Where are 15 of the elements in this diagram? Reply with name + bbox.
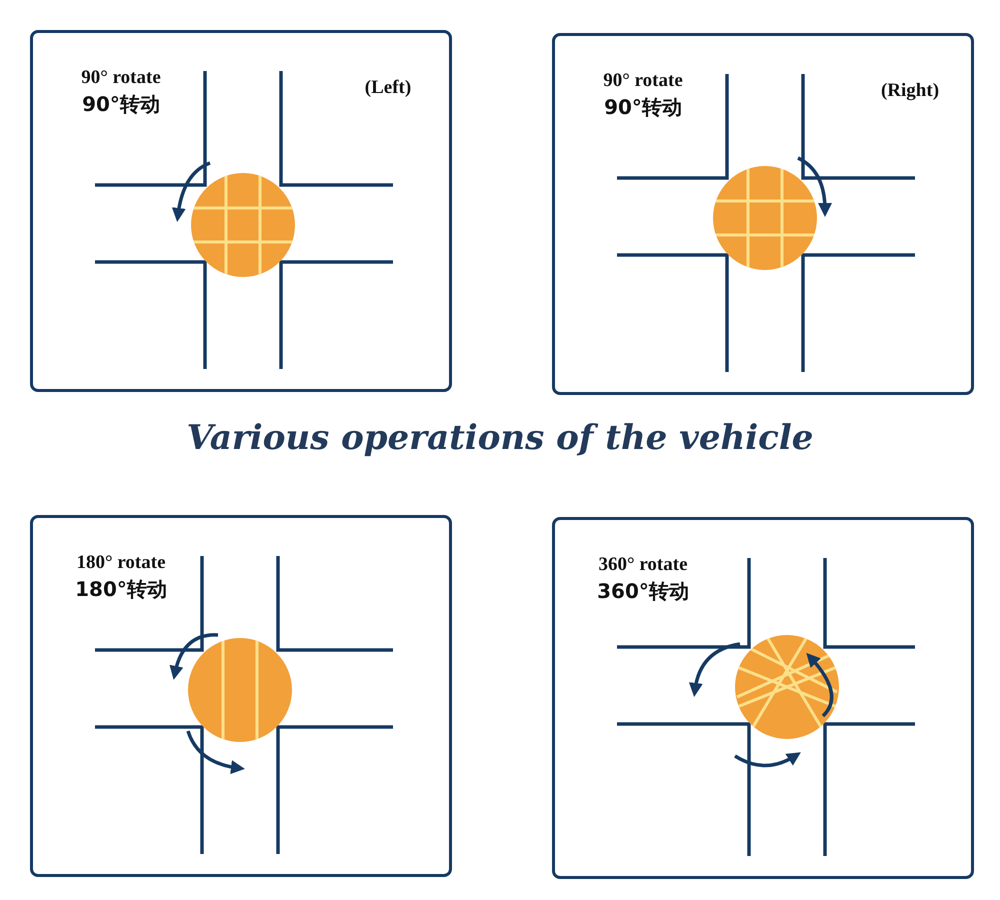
diagram-panel: [552, 33, 974, 395]
rotation-label-chinese: 360°转动: [597, 578, 689, 605]
rotation-label: 180° rotate: [76, 552, 166, 574]
direction-label: (Left): [364, 77, 412, 99]
title: Various operations of the vehicle: [186, 418, 814, 458]
rotation-label-chinese: 90°转动: [604, 94, 682, 121]
rotation-label: 90° rotate: [603, 70, 683, 92]
direction-label: (Right): [880, 80, 940, 102]
diagram-panel: [30, 515, 452, 877]
rotation-label-chinese: 90°转动: [82, 91, 160, 118]
diagram-panel: [30, 30, 452, 392]
rotation-label: 90° rotate: [81, 67, 161, 89]
rotation-label: 360° rotate: [598, 554, 688, 576]
diagram-panel: [552, 517, 974, 879]
rotation-label-chinese: 180°转动: [75, 576, 167, 603]
